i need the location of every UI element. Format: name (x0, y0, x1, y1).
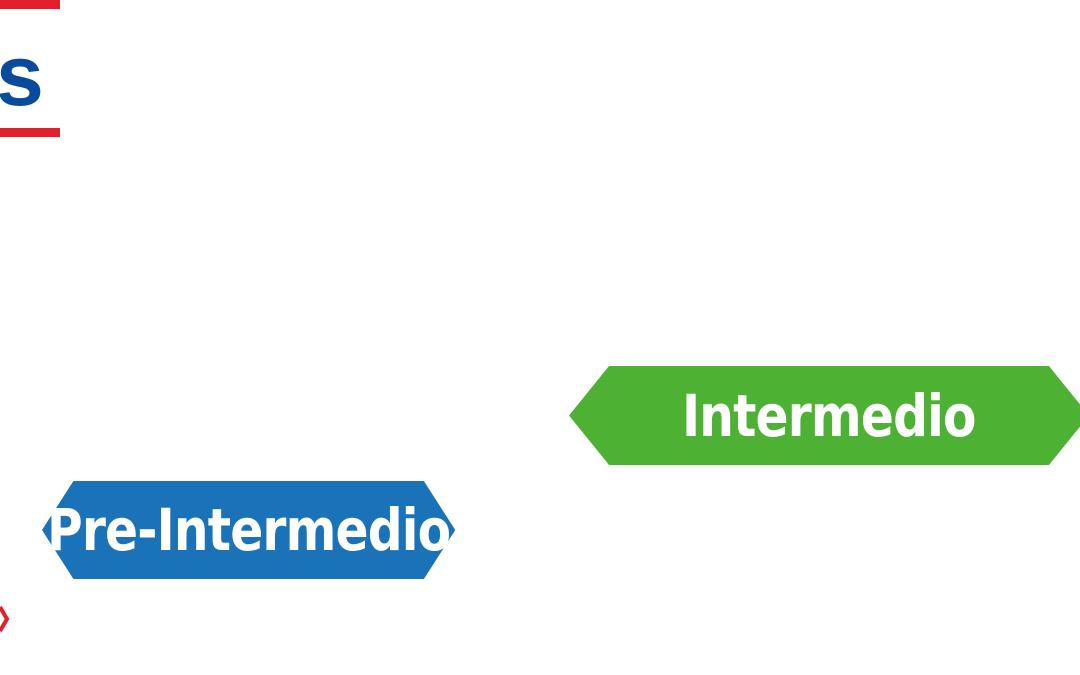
level-tag-intermedio: Intermedio (569, 366, 1080, 465)
level-label-intermedio: Intermedio (682, 381, 976, 450)
level-tag-pre-intermedio: Pre-Intermedio (42, 481, 456, 579)
brand-logo-fragment: s (0, 0, 60, 140)
red-chevron-mark (0, 605, 10, 635)
level-label-pre-intermedio: Pre-Intermedio (47, 496, 451, 564)
logo-letter: s (0, 28, 44, 124)
